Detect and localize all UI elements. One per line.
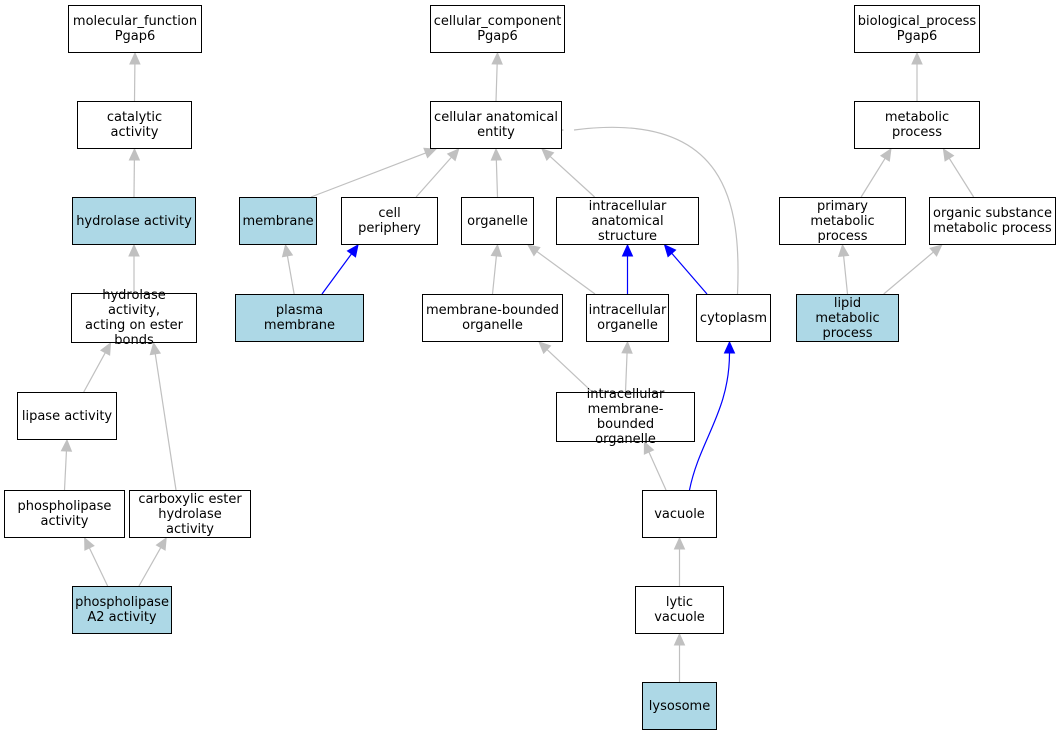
node-osmp: organic substance metabolic process <box>929 197 1056 245</box>
arrowhead-pla2-to-carb <box>155 536 167 551</box>
node-pmp: primary metabolic process <box>779 197 906 245</box>
edge-mem-to-cae <box>310 152 426 198</box>
edge-lip-to-hydest <box>83 352 106 393</box>
edge-cyto-to-cae <box>573 126 739 295</box>
node-lvac: lytic vacuole <box>635 586 724 634</box>
node-hydest: hydrolase activity, acting on ester bond… <box>71 288 197 348</box>
edge-vac-to-cyto <box>688 352 731 491</box>
arrowhead-io-to-ias <box>621 243 634 257</box>
node-lip: lipase activity <box>17 392 117 440</box>
edge-cper-to-cae <box>415 156 452 198</box>
node-mbo: membrane-bounded organelle <box>422 294 563 342</box>
node-bp: biological_process Pgap6 <box>854 5 980 53</box>
arrowhead-phl-to-lip <box>60 438 73 452</box>
arrowhead-lmp-to-pmp <box>837 243 850 258</box>
edge-osmp-to-met <box>948 157 975 198</box>
edge-pm-to-cper <box>321 253 352 295</box>
node-org: organelle <box>461 197 534 245</box>
edge-cyto-to-ias <box>671 252 708 295</box>
edge-imbo-to-mbo <box>546 349 593 393</box>
edge-imbo-to-io <box>624 352 628 393</box>
edge-pla2-to-carb <box>138 547 162 587</box>
arrowhead-cyto-to-ias <box>663 244 677 258</box>
arrowhead-imbo-to-io <box>621 340 633 354</box>
edge-ias-to-cae <box>549 155 596 198</box>
arrowhead-io-to-org <box>527 244 541 257</box>
node-pm: plasma membrane <box>235 294 364 342</box>
edge-carb-to-hydest <box>154 353 177 491</box>
edge-pm-to-mem <box>286 255 295 295</box>
node-mem: membrane <box>239 197 317 245</box>
arrowhead-cae-to-cc <box>491 51 503 65</box>
arrowhead-pmp-to-met <box>879 147 892 162</box>
arrowhead-lmp-to-osmp <box>929 244 943 257</box>
node-cae: cellular anatomical entity <box>430 101 562 149</box>
node-cat: catalytic activity <box>77 101 192 149</box>
edge-pla2-to-phl <box>88 547 109 587</box>
node-vac: vacuole <box>642 490 717 538</box>
arrowhead-vac-to-cyto <box>723 340 736 354</box>
edge-org-to-cae <box>495 159 499 198</box>
edge-lmp-to-osmp <box>883 251 934 295</box>
node-lmp: lipid metabolic process <box>796 294 899 342</box>
node-io: intracellular organelle <box>586 294 669 342</box>
arrowhead-osmp-to-met <box>942 147 955 162</box>
node-carb: carboxylic ester hydrolase activity <box>129 490 251 538</box>
node-met: metabolic process <box>854 101 980 149</box>
edge-io-to-org <box>536 251 596 295</box>
edge-lmp-to-pmp <box>843 255 849 295</box>
node-hyd: hydrolase activity <box>72 197 196 245</box>
node-imbo: intracellular membrane-bounded organelle <box>556 387 695 447</box>
edge-vac-to-imbo <box>648 451 667 491</box>
node-cc: cellular_component Pgap6 <box>430 5 565 53</box>
node-cyto: cytoplasm <box>696 294 771 342</box>
arrowhead-lys-to-lvac <box>673 632 686 646</box>
arrowhead-mbo-to-org <box>490 243 503 258</box>
arrowhead-hyd-to-cat <box>128 147 141 161</box>
arrowhead-carb-to-hydest <box>149 341 162 356</box>
node-lys: lysosome <box>642 682 717 730</box>
node-phl: phospholipase activity <box>4 490 125 538</box>
arrowhead-pm-to-cper <box>346 244 359 258</box>
edge-mbo-to-org <box>491 255 497 295</box>
edge-cae-to-cc <box>495 63 498 102</box>
node-cper: cell periphery <box>341 197 438 245</box>
arrowhead-cat-to-mf <box>129 51 141 65</box>
node-pla2: phospholipase A2 activity <box>72 586 172 634</box>
arrowhead-mem-to-cae <box>423 147 438 159</box>
node-ias: intracellular anatomical structure <box>556 197 699 245</box>
arrowhead-org-to-cae <box>490 147 503 161</box>
arrowhead-met-to-bp <box>911 51 923 65</box>
arrowhead-hydest-to-hyd <box>128 243 140 257</box>
arrowhead-pm-to-mem <box>281 243 294 258</box>
edge-phl-to-lip <box>63 450 68 491</box>
arrowhead-lvac-to-vac <box>673 536 686 550</box>
node-mf: molecular_function Pgap6 <box>68 5 202 53</box>
edge-pmp-to-met <box>860 158 886 198</box>
